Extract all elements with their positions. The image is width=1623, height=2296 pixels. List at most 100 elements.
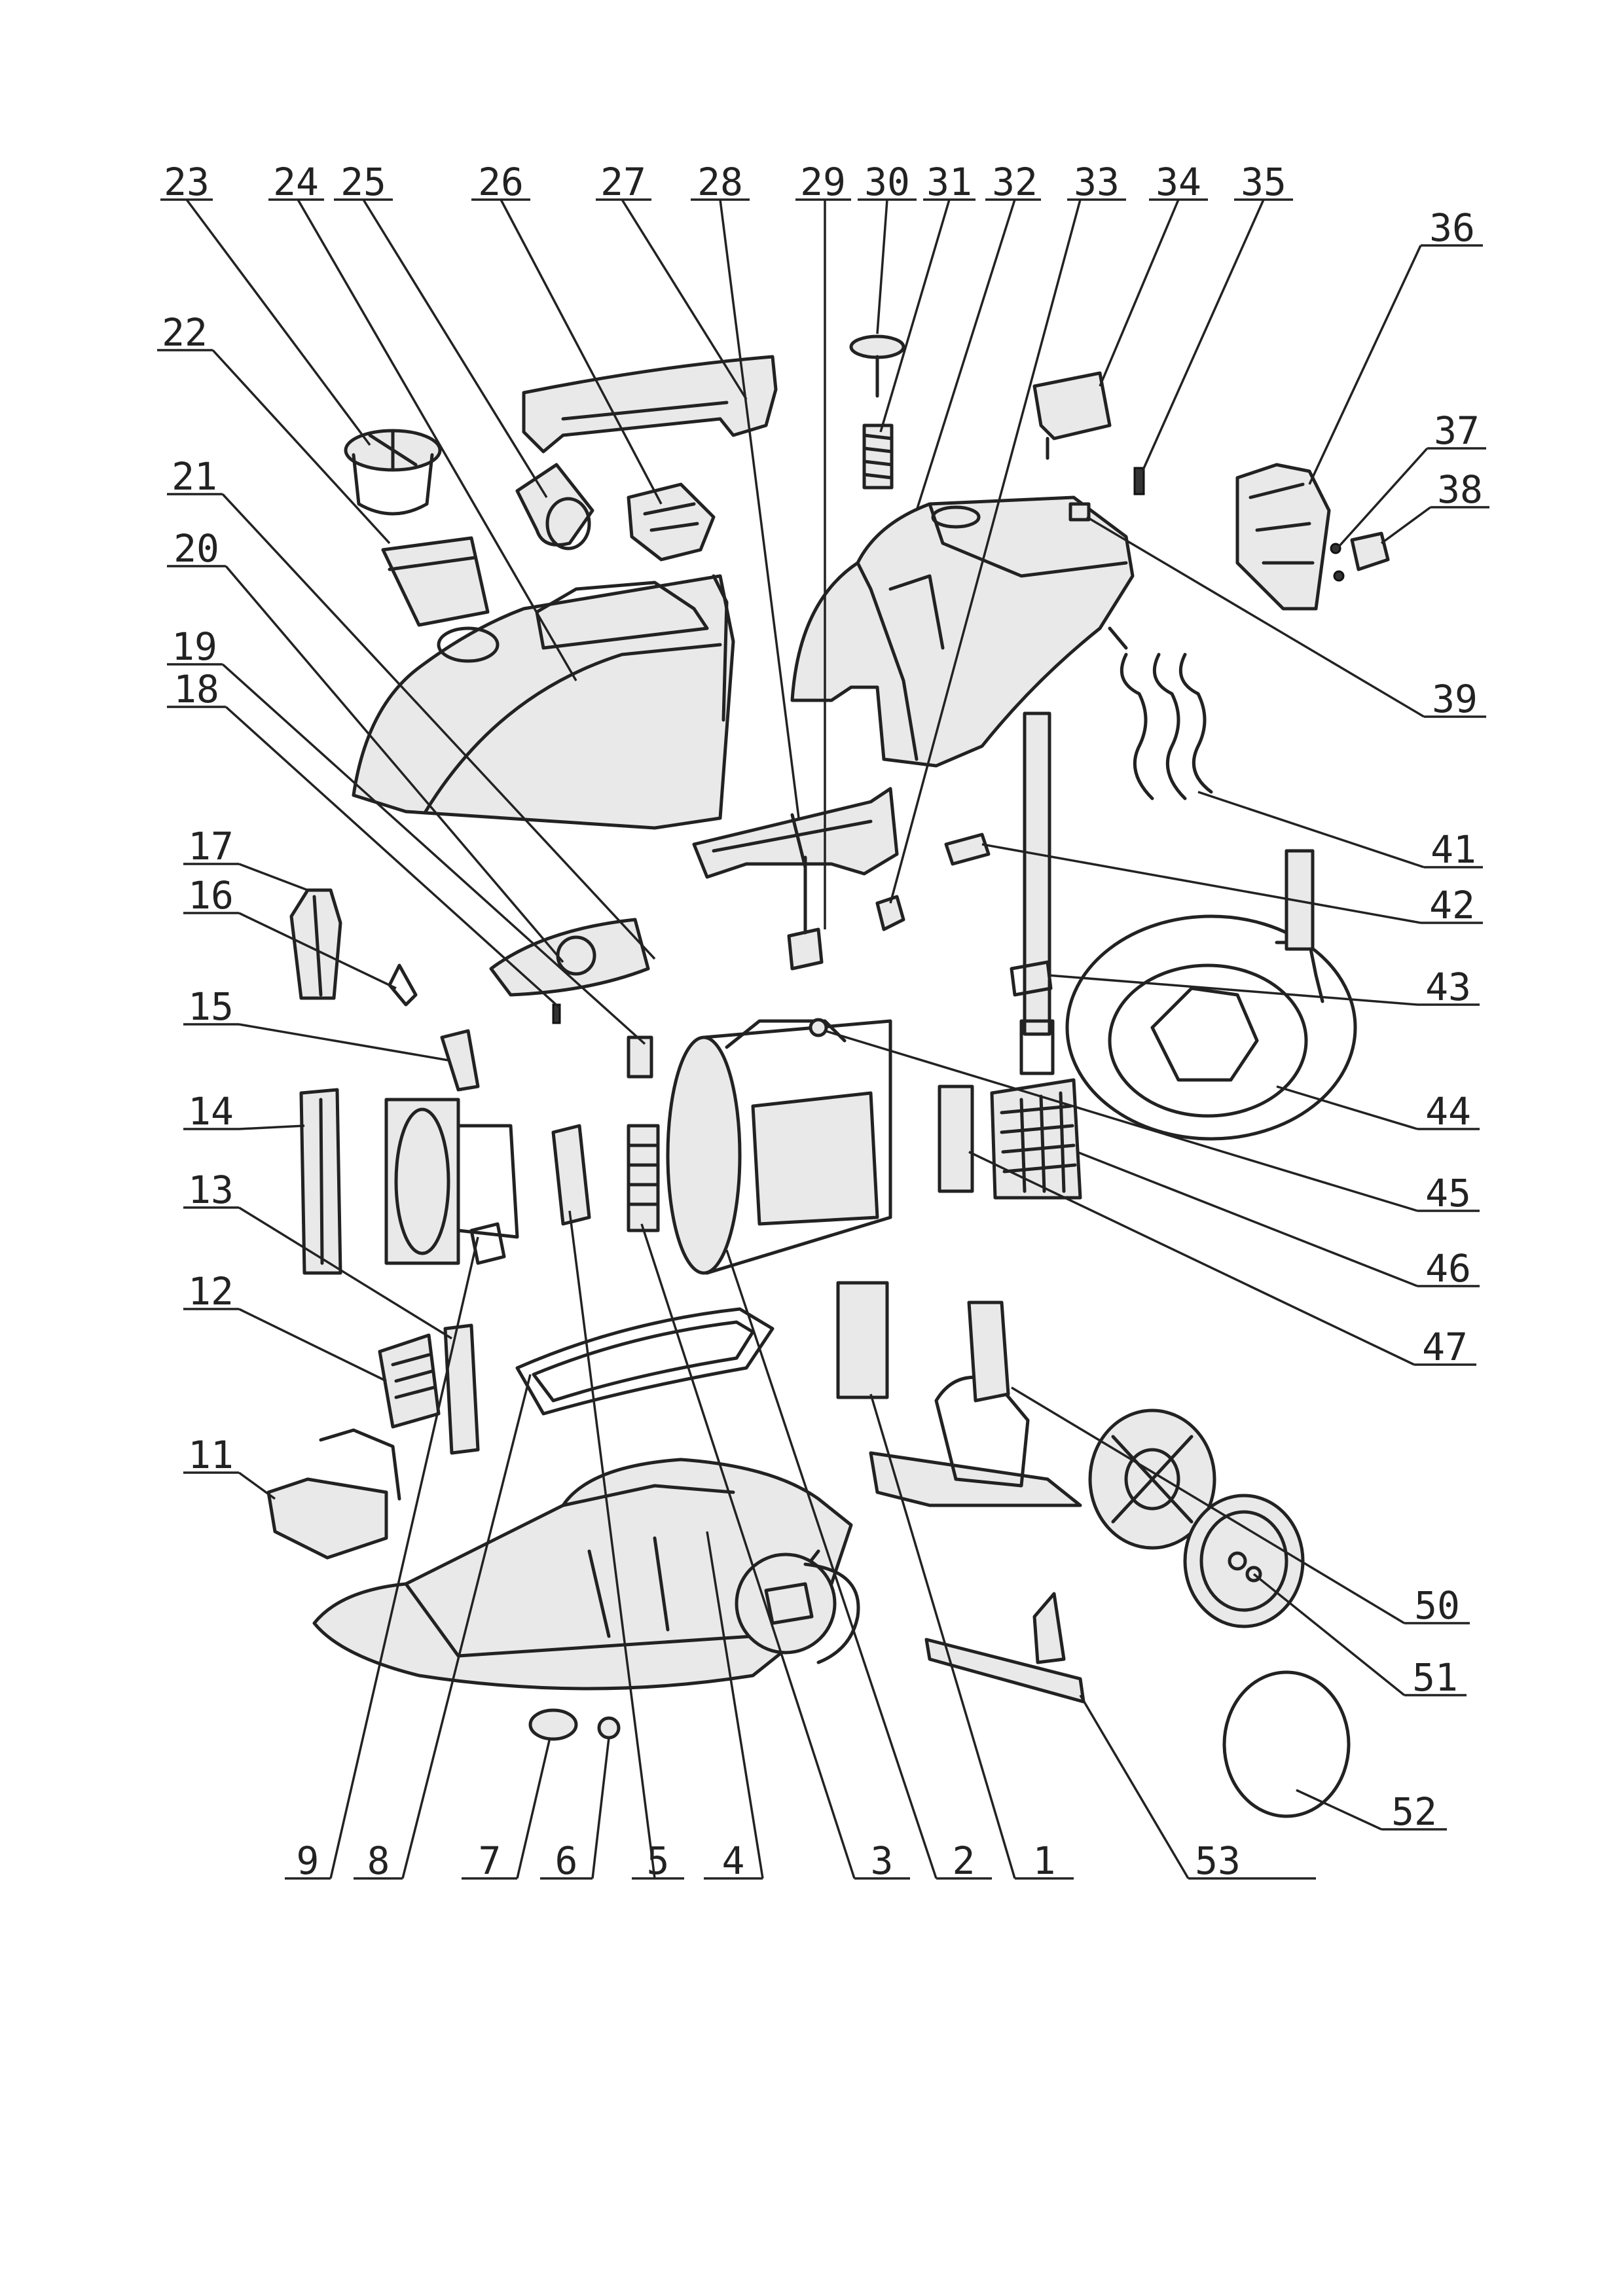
callout-45: 45 [1425, 1171, 1471, 1215]
callout-33: 33 [1074, 160, 1120, 204]
callout-37: 37 [1434, 408, 1480, 453]
callout-25: 25 [340, 160, 386, 204]
callout-27: 27 [600, 160, 646, 204]
callout-28: 28 [697, 160, 743, 204]
callout-41: 41 [1431, 827, 1476, 872]
part-53-brush-tool [924, 1592, 1085, 1704]
part-8-gasket [515, 1307, 775, 1416]
part-20-plate [489, 918, 650, 997]
callout-20: 20 [173, 526, 219, 571]
callout-52: 52 [1391, 1789, 1437, 1834]
part-43-tube [1010, 711, 1055, 1075]
part-rear-shell [790, 495, 1135, 768]
part-23-filter-cup [344, 429, 442, 516]
callout-22: 22 [162, 310, 208, 355]
part-6-wheel-small [597, 1716, 621, 1740]
part-37-pin-2 [1333, 570, 1345, 582]
callout-43: 43 [1425, 965, 1471, 1009]
part-39-clip [1068, 502, 1091, 522]
part-27-handle-cover [522, 355, 778, 454]
part-9-base [312, 1458, 860, 1691]
part-12-grille [378, 1333, 441, 1429]
callout-24: 24 [273, 160, 319, 204]
part-50-wheel-grille [1088, 1408, 1216, 1550]
part-22-filter [381, 536, 490, 627]
part-44-hose [1065, 849, 1357, 1141]
part-46-grille-filter [990, 1078, 1082, 1200]
part-31-spring [862, 423, 894, 490]
callout-34: 34 [1156, 160, 1201, 204]
part-52-round-filter [1222, 1670, 1351, 1818]
part-42-slider [944, 833, 991, 866]
part-36-bracket [1235, 463, 1331, 611]
callout-29: 29 [800, 160, 846, 204]
part-13-pad [443, 1323, 480, 1455]
callout-16: 16 [188, 873, 234, 918]
part-11-front-bumper [266, 1428, 401, 1560]
callout-6: 6 [555, 1839, 578, 1883]
part-41-cable-reel [1108, 626, 1213, 800]
callout-47: 47 [1422, 1325, 1468, 1369]
part-13-motor [384, 1098, 519, 1265]
callout-51: 51 [1412, 1655, 1458, 1700]
callout-19: 19 [172, 624, 217, 669]
part-25-cylinder [515, 463, 594, 550]
part-30-knob [849, 334, 905, 398]
callout-1: 1 [1033, 1839, 1056, 1883]
part-5-plate [551, 1124, 591, 1226]
callout-32: 32 [992, 160, 1038, 204]
callout-26: 26 [478, 160, 524, 204]
callout-5: 5 [647, 1839, 670, 1883]
callout-8: 8 [367, 1839, 390, 1883]
part-14-bar [299, 1088, 342, 1275]
callout-39: 39 [1432, 677, 1478, 721]
callout-14: 14 [188, 1089, 234, 1134]
callout-12: 12 [188, 1269, 234, 1314]
part-2-motor-housing [666, 1019, 892, 1275]
callout-50: 50 [1414, 1583, 1460, 1628]
callout-15: 15 [188, 984, 234, 1029]
callout-35: 35 [1241, 160, 1286, 204]
part-floor-nozzle [869, 1300, 1082, 1507]
callout-labels: 23 24 25 26 27 28 29 30 31 32 33 34 35 3… [162, 160, 1483, 1883]
callout-9: 9 [297, 1839, 319, 1883]
part-37-pin [1330, 543, 1341, 554]
part-15-bracket [440, 1029, 480, 1092]
part-35-screw [1133, 467, 1145, 495]
part-24-top-shell [352, 574, 735, 830]
part-28-duct [692, 787, 899, 879]
callout-11: 11 [188, 1433, 234, 1477]
part-4-strip [627, 1035, 660, 1232]
callout-53: 53 [1195, 1839, 1241, 1883]
callout-23: 23 [164, 160, 210, 204]
callout-21: 21 [172, 454, 217, 499]
part-17-filter-frame [289, 888, 342, 1000]
callout-7: 7 [479, 1839, 501, 1883]
part-51-disc [1183, 1494, 1305, 1628]
callout-2: 2 [953, 1839, 976, 1883]
parts-drawing [266, 334, 1390, 1818]
part-34-cap [1032, 371, 1112, 460]
callout-42: 42 [1429, 883, 1475, 927]
callout-44: 44 [1425, 1089, 1471, 1134]
callout-17: 17 [188, 824, 234, 869]
part-7-wheel [528, 1708, 578, 1741]
part-29-stand [787, 855, 824, 971]
part-45-nut [809, 1018, 828, 1037]
callout-30: 30 [864, 160, 910, 204]
leader-lines [157, 198, 1489, 1880]
callout-36: 36 [1429, 206, 1475, 250]
callout-18: 18 [173, 667, 219, 711]
part-1-filter [836, 1281, 889, 1399]
part-38-switch [1350, 531, 1390, 571]
callout-46: 46 [1425, 1246, 1471, 1291]
callout-4: 4 [722, 1839, 745, 1883]
callout-38: 38 [1437, 467, 1483, 512]
part-26-latch [627, 482, 716, 562]
part-47-filter-pad [938, 1085, 974, 1193]
callout-3: 3 [871, 1839, 894, 1883]
callout-31: 31 [926, 160, 972, 204]
callout-13: 13 [188, 1168, 234, 1212]
part-16-clip [388, 963, 418, 1007]
